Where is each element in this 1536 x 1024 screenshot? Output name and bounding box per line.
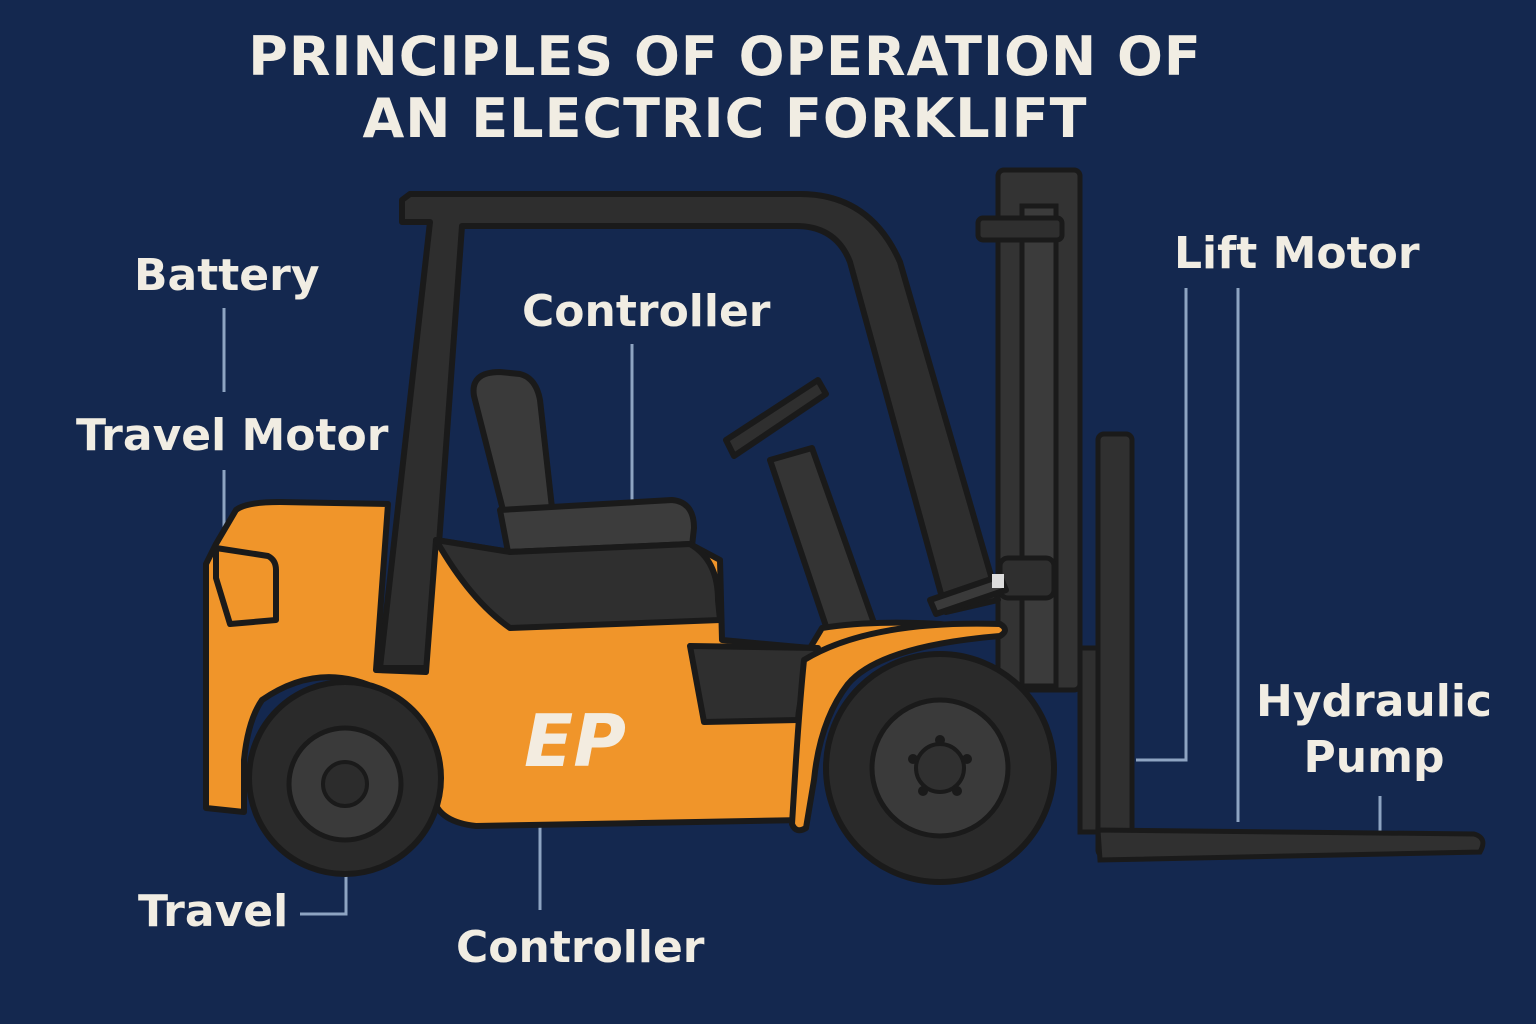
lift-motor-label: Lift Motor xyxy=(1174,228,1420,279)
seat-backrest xyxy=(470,369,555,517)
controller-bottom-label: Controller xyxy=(456,922,705,973)
tilt-cylinder xyxy=(927,573,1009,617)
fork-blade xyxy=(1095,827,1486,863)
front-wheel xyxy=(823,651,1057,885)
hydraulic-pump-label: Hydraulic Pump xyxy=(1252,674,1496,786)
mast xyxy=(975,167,1083,693)
lug-nuts xyxy=(908,735,972,796)
body xyxy=(203,499,1008,834)
title-line-1: PRINCIPLES OF OPERATION OF xyxy=(248,25,1202,88)
hydraulic-pump-label-line-2: Pump xyxy=(1303,732,1445,783)
seat xyxy=(470,369,697,555)
rear-hub xyxy=(321,760,369,808)
fork-shank xyxy=(1095,431,1135,859)
travel-motor-label: Travel Motor xyxy=(76,410,389,461)
hydraulic-pump-label-line-1: Hydraulic xyxy=(1256,676,1492,727)
lift-motor-leader-line xyxy=(1136,288,1188,762)
steering-column xyxy=(767,445,883,653)
front-fender xyxy=(789,620,1008,834)
steering-wheel xyxy=(723,377,829,459)
front-hub xyxy=(914,742,966,794)
steering xyxy=(723,377,1009,653)
title-line-2: AN ELECTRIC FORKLIFT xyxy=(362,87,1088,150)
ep-logo: EP xyxy=(524,699,626,783)
tilt-cylinder-end xyxy=(992,574,1004,588)
seat-cushion xyxy=(497,497,697,555)
rear-lamp-slot xyxy=(213,545,279,627)
mast-upright-inner xyxy=(1019,203,1059,689)
fork-assembly xyxy=(1077,431,1486,863)
battery-label: Battery xyxy=(134,250,320,301)
travel-label: Travel xyxy=(138,886,289,937)
operator-compartment-floor xyxy=(433,537,723,631)
diagram-title: PRINCIPLES OF OPERATION OF AN ELECTRIC F… xyxy=(0,26,1450,150)
rear-wheel xyxy=(246,679,444,877)
controller-top-label: Controller xyxy=(522,286,771,337)
mast-crosshead xyxy=(975,215,1065,243)
